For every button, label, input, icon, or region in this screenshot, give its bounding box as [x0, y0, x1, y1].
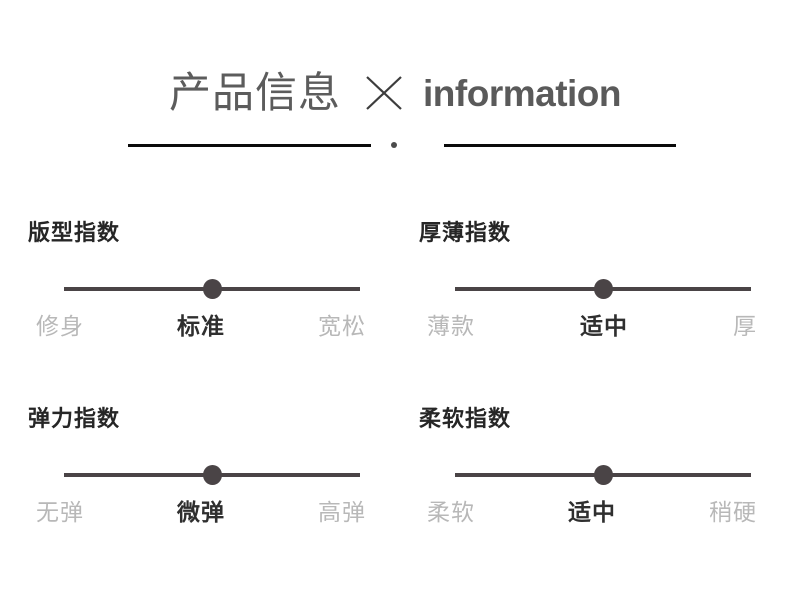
slider-track-elasticity-index[interactable] [64, 465, 360, 485]
slider-label-high: 稍硬 [709, 498, 757, 525]
slider-title: 弹力指数 [28, 406, 121, 431]
slider-label-high: 高弹 [318, 498, 366, 525]
slider-title: 版型指数 [28, 220, 121, 245]
slider-label-active: 微弹 [177, 498, 225, 525]
slider-label-active: 标准 [177, 312, 225, 339]
page-title-en: information [423, 72, 621, 114]
slider-knob-elasticity-index[interactable] [202, 465, 222, 485]
slider-track-thickness-index[interactable] [455, 279, 751, 299]
cross-x-icon [361, 70, 407, 116]
slider-label-low: 无弹 [36, 498, 84, 525]
header-underline-right [444, 144, 676, 147]
slider-block-thickness-index: 厚薄指数 薄款 适中 厚 [419, 222, 764, 352]
slider-title: 柔软指数 [419, 406, 512, 431]
slider-labels: 无弹 微弹 高弹 [36, 496, 366, 528]
slider-track-softness-index[interactable] [455, 465, 751, 485]
slider-label-low: 薄款 [427, 312, 475, 339]
dot-marker-icon [391, 142, 397, 148]
header-underline-left [128, 144, 371, 147]
slider-title: 厚薄指数 [419, 220, 512, 245]
slider-track-fit-index[interactable] [64, 279, 360, 299]
slider-label-high: 宽松 [318, 312, 366, 339]
slider-label-high: 厚 [733, 312, 757, 339]
header-title-row: 产品信息 information [0, 62, 790, 124]
slider-label-low: 柔软 [427, 498, 475, 525]
slider-label-active: 适中 [568, 498, 616, 525]
slider-labels: 薄款 适中 厚 [427, 310, 757, 342]
slider-knob-softness-index[interactable] [593, 465, 613, 485]
slider-knob-fit-index[interactable] [202, 279, 222, 299]
slider-labels: 柔软 适中 稍硬 [427, 496, 757, 528]
slider-knob-thickness-index[interactable] [593, 279, 613, 299]
page-header: 产品信息 information [0, 62, 790, 162]
slider-labels: 修身 标准 宽松 [36, 310, 366, 342]
slider-block-fit-index: 版型指数 修身 标准 宽松 [28, 222, 373, 352]
page-title-cn: 产品信息 [169, 69, 342, 116]
slider-label-low: 修身 [36, 312, 84, 339]
slider-block-elasticity-index: 弹力指数 无弹 微弹 高弹 [28, 408, 373, 538]
slider-label-active: 适中 [580, 312, 628, 339]
slider-block-softness-index: 柔软指数 柔软 适中 稍硬 [419, 408, 764, 538]
